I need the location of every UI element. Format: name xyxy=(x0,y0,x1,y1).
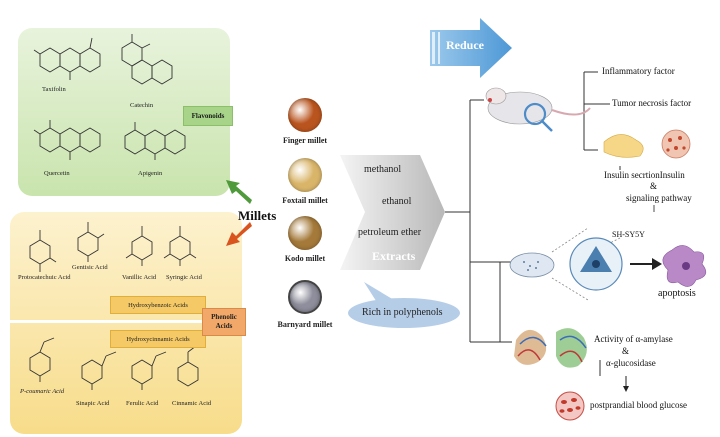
insulin-line3: signaling pathway xyxy=(626,193,692,203)
compound-label: Sinapic Acid xyxy=(76,400,110,407)
compound-label: Catechin xyxy=(130,102,154,109)
millets-title: Millets xyxy=(238,208,277,223)
millet-label: Foxtail millet xyxy=(282,196,328,205)
pancreas-illustration xyxy=(603,134,644,158)
finger-millet-image xyxy=(288,98,322,132)
vanillic-structure xyxy=(125,226,153,266)
sinapic-structure xyxy=(81,351,117,390)
compound-label: Protocatechuic Acid xyxy=(18,274,71,281)
solvent-petroleum-ether: petroleum ether xyxy=(358,227,422,238)
arrow-to-phenolic xyxy=(226,222,252,246)
glucosidase-protein-illustration xyxy=(556,328,587,368)
inflammatory-factor: Inflammatory factor xyxy=(602,66,675,76)
arrow-to-flavonoids xyxy=(226,180,252,204)
extracts-chevron xyxy=(340,155,445,270)
catechin-structure xyxy=(121,34,173,85)
reduce-arrow-stripes xyxy=(432,32,440,64)
compound-label: Cinnamic Acid xyxy=(172,400,212,407)
insulin-line1: Insulin secrtionInsulin xyxy=(604,170,685,180)
amylase-protein-illustration xyxy=(514,329,547,365)
apoptosis-label: apoptosis xyxy=(658,288,696,299)
barnyard-millet-image xyxy=(288,280,322,314)
arrow-to-glucose xyxy=(623,376,629,392)
islet-cell-dots xyxy=(666,136,686,152)
tree-connectors xyxy=(445,71,621,376)
hydroxycinnamic-tag: Hydroxycinnamic Acids xyxy=(110,330,206,348)
arrow-to-apoptosis xyxy=(630,258,662,270)
islet-cell-illustration xyxy=(661,129,691,159)
insulin-line2: & xyxy=(650,181,658,191)
p-coumaric-structure xyxy=(29,337,55,382)
reduce-arrow xyxy=(430,18,512,78)
compound-label: P-coumaric Acid xyxy=(20,388,65,395)
enzyme-line1: Activity of α-amylase xyxy=(594,334,673,344)
compound-label: Syringic Acid xyxy=(166,274,202,281)
kodo-millet-image xyxy=(288,216,322,250)
taxifolin-structure xyxy=(33,37,101,80)
apoptotic-cell-illustration xyxy=(662,245,707,287)
ferulic-structure xyxy=(131,351,167,390)
solvent-methanol: methanol xyxy=(364,164,402,175)
protocatechuic-structure xyxy=(29,230,57,272)
mouse-illustration xyxy=(485,87,591,132)
petri-dish-illustration xyxy=(509,252,555,278)
compound-label: Taxifolin xyxy=(42,86,66,93)
sh-sy5y-cell-illustration xyxy=(569,237,623,291)
millet-label: Kodo millet xyxy=(284,254,326,263)
millet-label: Barnyard millet xyxy=(277,320,333,329)
compound-label: Apigenin xyxy=(138,170,163,177)
millet-label: Finger millet xyxy=(282,136,328,145)
cell-line-label: SH-SY5Y xyxy=(612,230,645,239)
solvent-ethanol: ethanol xyxy=(382,196,412,207)
quercetin-structure xyxy=(33,120,101,160)
phenolic-acids-tag: Phenolic Acids xyxy=(202,308,246,336)
compound-label: Gentisic Acid xyxy=(72,264,108,271)
speech-bubble xyxy=(348,298,460,328)
enzyme-line2: & xyxy=(622,346,630,356)
gentisic-structure xyxy=(77,222,105,262)
extracts-label: Extracts xyxy=(372,249,416,263)
rich-in-polyphenols: Rich in polyphenols xyxy=(362,307,443,318)
hydroxybenzoic-tag: Hydroxybenzoic Acids xyxy=(110,296,206,314)
foxtail-millet-image xyxy=(288,158,322,192)
compound-label: Ferulic Acid xyxy=(126,400,159,407)
apigenin-structure xyxy=(124,122,186,160)
cell-zoom-lines xyxy=(551,227,621,301)
compound-label: Quercetin xyxy=(44,170,70,177)
blood-cells-illustration xyxy=(555,391,585,421)
speech-tail xyxy=(364,282,394,304)
enzyme-line3: α-glucosidase xyxy=(606,358,656,368)
compound-label: Vanillic Acid xyxy=(122,274,157,281)
syringic-structure xyxy=(163,226,197,266)
glucose-label: postprandial blood glucose xyxy=(590,400,687,410)
tumor-necrosis-factor: Tumor necrosis factor xyxy=(612,98,692,108)
cinnamic-structure xyxy=(177,345,199,387)
reduce-label: Reduce xyxy=(446,38,484,52)
flavonoids-tag: Flavonoids xyxy=(183,106,233,126)
panel-divider xyxy=(10,320,242,323)
